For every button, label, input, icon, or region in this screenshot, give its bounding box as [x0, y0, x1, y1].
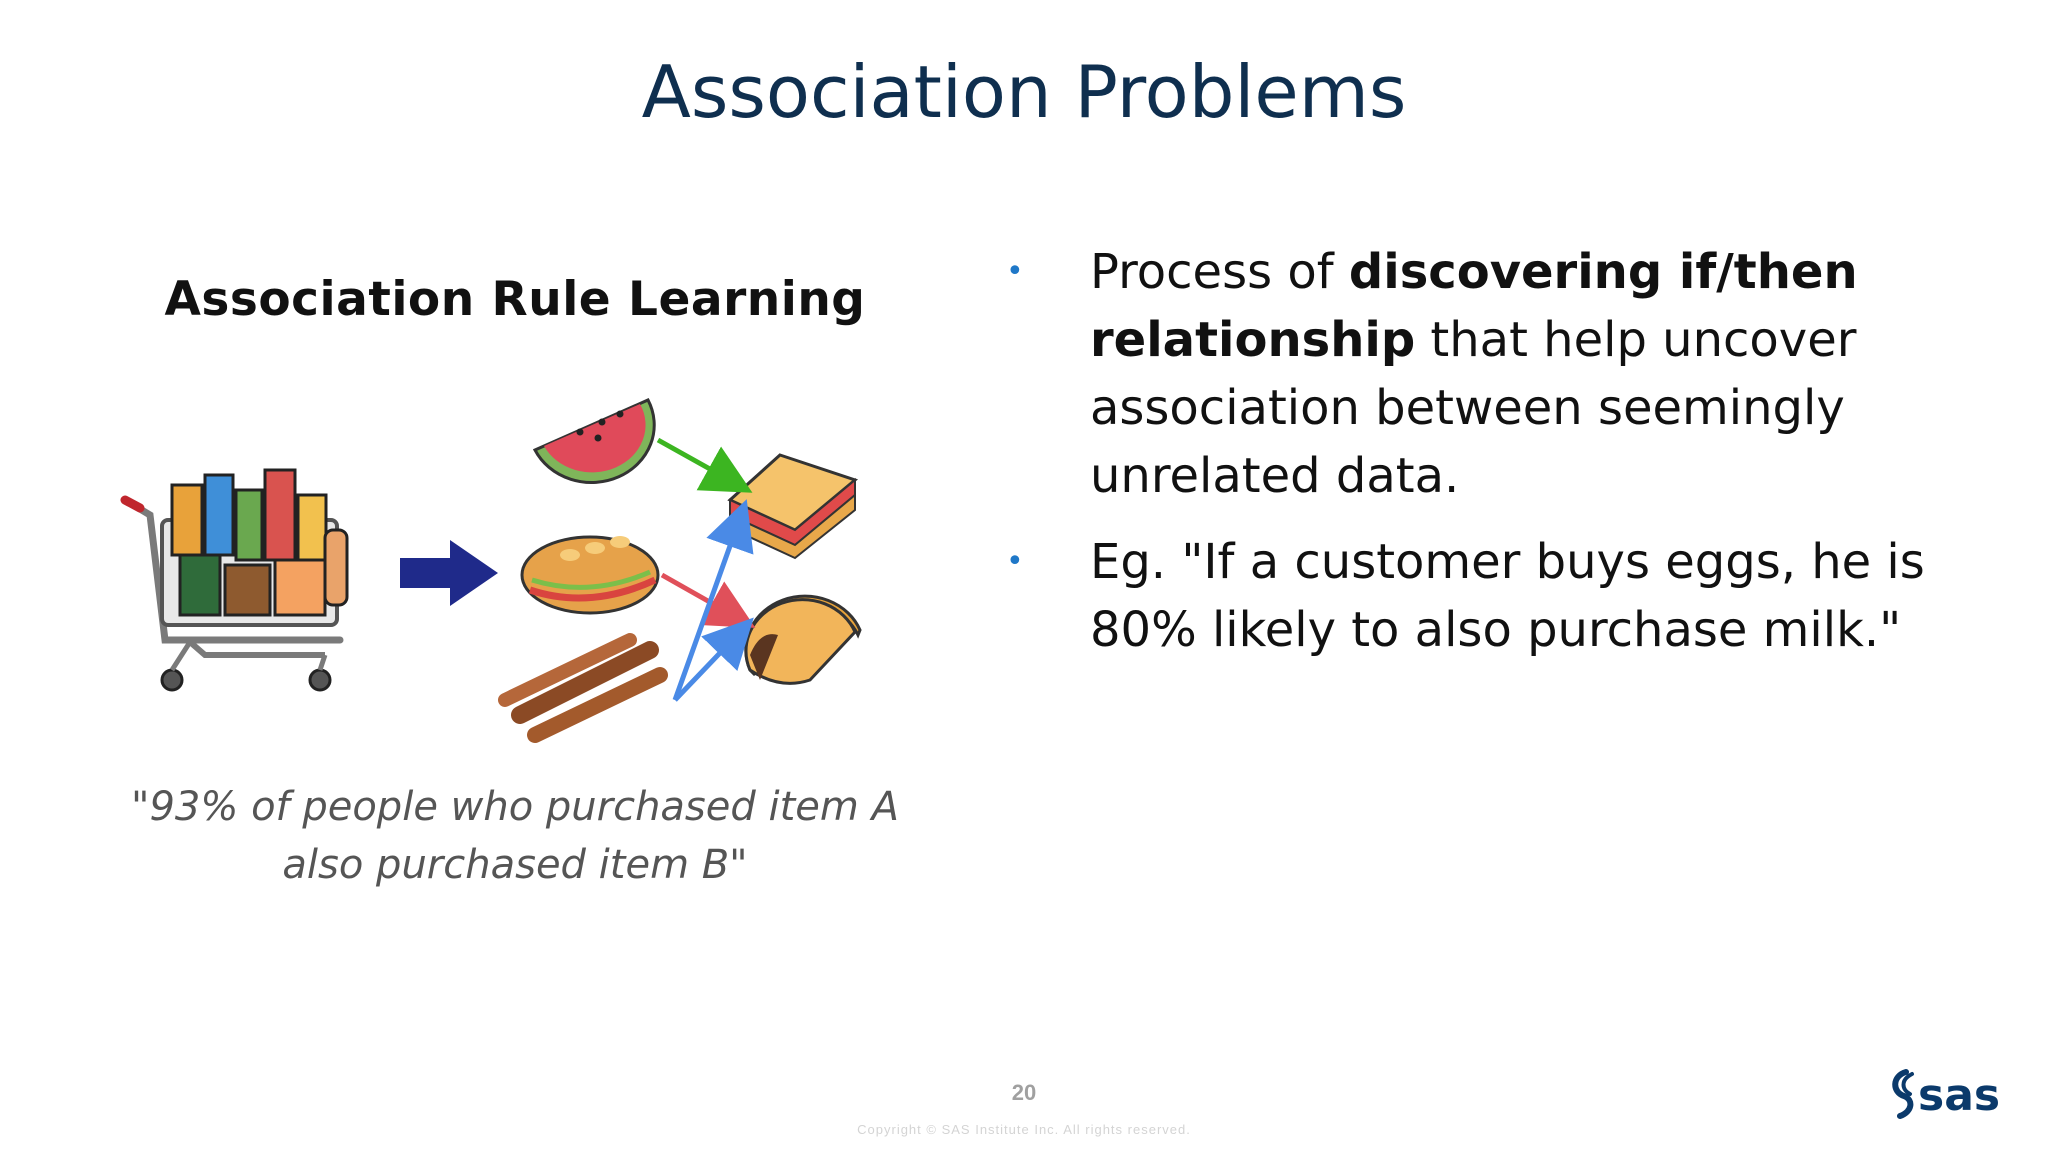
caption-line-2: also purchased item B"	[282, 842, 748, 888]
association-illustration	[120, 398, 862, 743]
taco-icon	[744, 594, 862, 685]
bullet-text: Eg. "If a customer buys eggs, he is 80% …	[1090, 534, 1925, 658]
bullet-item: • Eg. "If a customer buys eggs, he is 80…	[1000, 528, 1940, 664]
bullet-item: • Process of discovering if/then relatio…	[1000, 238, 1940, 510]
sub-sandwich-icon	[520, 535, 660, 615]
red-arrow	[660, 572, 756, 628]
bullet-text-bold: discovering if/then relationship	[1090, 244, 1858, 368]
green-arrow	[656, 437, 753, 493]
blue-arrow-sandwich	[672, 499, 754, 701]
logo-text: sas	[1918, 1070, 2000, 1121]
figure-title: Association Rule Learning	[164, 272, 866, 327]
sandwich-icon	[727, 453, 859, 560]
bullet-marker: •	[1006, 254, 1024, 289]
bullet-text-pre: Process of	[1090, 244, 1349, 300]
cinnamon-sticks-icon	[498, 633, 668, 743]
figure-caption: "93% of people who purchased item A also…	[130, 778, 900, 894]
sas-logo: sas	[1892, 1069, 2000, 1121]
shopping-cart-icon	[120, 468, 349, 692]
caption-line-1: "93% of people who purchased item A	[131, 784, 899, 830]
right-arrow-icon	[400, 540, 498, 606]
copyright-notice: Copyright © SAS Institute Inc. All right…	[857, 1122, 1191, 1137]
bullet-marker: •	[1006, 544, 1024, 579]
bullet-list: • Process of discovering if/then relatio…	[1000, 238, 1940, 682]
watermelon-icon	[532, 398, 656, 484]
slide-title: Association Problems	[641, 50, 1407, 134]
blue-arrow-taco	[673, 617, 754, 702]
bullet-text-post: that help uncover association between se…	[1090, 312, 1857, 504]
page-number: 20	[1011, 1080, 1037, 1105]
